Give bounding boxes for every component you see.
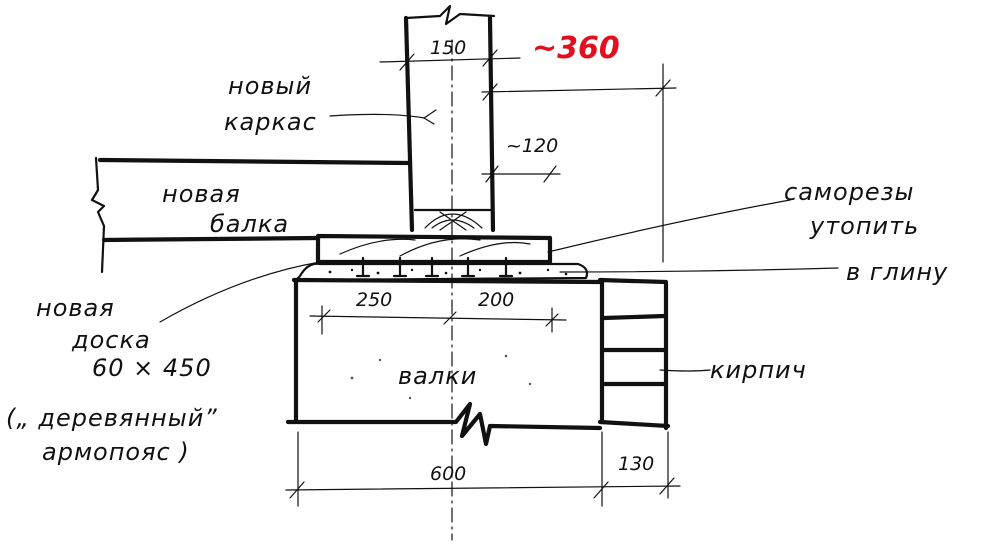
dim-value-150: 150 [430, 37, 466, 59]
screws [355, 256, 514, 278]
dim-value-600: 600 [430, 463, 466, 485]
leader-lines [159, 109, 839, 372]
new-beam [90, 156, 413, 274]
label-board-3: 60 × 450 [92, 354, 212, 382]
label-screws-3: в глину [846, 258, 948, 286]
dim-value-360: ~360 [532, 31, 620, 66]
label-frame-1: новый [228, 72, 312, 100]
dim-total [481, 79, 677, 101]
label-beam-2: балка [210, 210, 289, 238]
dim-split [309, 305, 567, 335]
label-frame-2: каркас [224, 108, 317, 136]
label-board-1: новая [36, 294, 115, 322]
foundation-blocks [285, 277, 603, 447]
label-brick: кирпич [710, 356, 807, 384]
label-beam-1: новая [162, 180, 241, 208]
dim-value-130: 130 [618, 453, 654, 475]
dim-base [285, 431, 681, 507]
dim-value-200: 200 [478, 289, 514, 311]
new-board [315, 233, 553, 265]
label-screws-2: утопить [809, 212, 919, 240]
label-blocks: валки [398, 362, 477, 390]
label-screws-1: саморезы [784, 178, 914, 206]
label-belt-1: („ деревянный” [6, 404, 218, 432]
label-board-2: доска [71, 326, 151, 354]
dim-offset [481, 165, 561, 183]
label-belt-2: армопояс ) [42, 438, 190, 466]
dim-value-120: ~120 [506, 135, 558, 157]
dim-stud-width [379, 49, 521, 71]
frame-stud [403, 4, 496, 233]
dim-value-250: 250 [356, 289, 392, 311]
brick-column [597, 277, 671, 431]
clay-layer [294, 262, 589, 282]
